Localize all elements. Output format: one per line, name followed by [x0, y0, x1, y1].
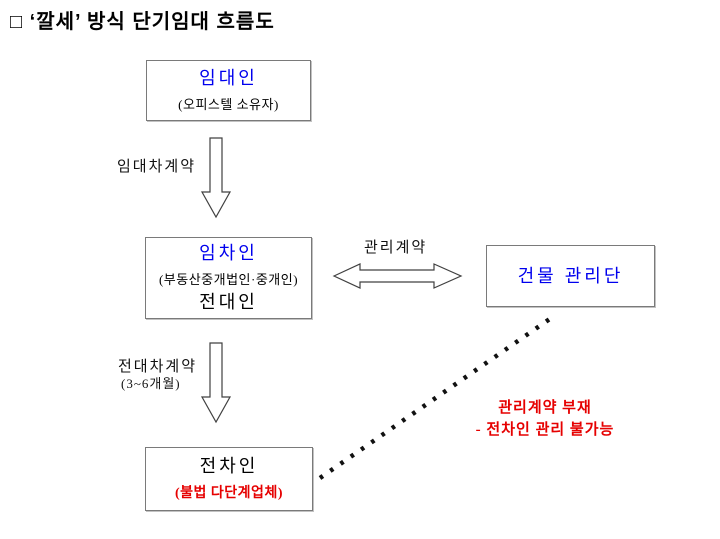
down-arrow-icon [200, 342, 232, 424]
tenant-name: 임차인 [199, 243, 258, 264]
tenant-role: 전대인 [199, 292, 258, 312]
subtenant-box: 전차인 (불법 다단계업체) [145, 447, 313, 511]
dotted-line [318, 314, 556, 480]
landlord-subtitle: (오피스텔 소유자) [178, 96, 279, 112]
double-arrow-icon [332, 263, 463, 289]
annotation-line1: 관리계약 부재 [498, 400, 592, 416]
management-contract-label: 관리계약 [364, 240, 428, 256]
missing-contract-annotation: 관리계약 부재 - 전차인 관리 불가능 [450, 398, 640, 442]
page-title: □ ‘깔세’ 방식 단기임대 흐름도 [10, 11, 275, 33]
tenant-box: 임차인 (부동산중개법인·중개인) 전대인 [145, 237, 312, 319]
sublease-period-label: (3~6개월) [121, 376, 181, 391]
annotation-line2: - 전차인 관리 불가능 [475, 421, 615, 438]
lease-contract-label: 임대차계약 [117, 159, 197, 175]
subtenant-subtitle: (불법 다단계업체) [175, 485, 283, 501]
sublease-contract-label: 전대차계약 [118, 359, 198, 375]
building-management-name: 건물 관리단 [517, 265, 624, 286]
subtenant-name: 전차인 [199, 456, 259, 477]
tenant-subtitle: (부동산중개법인·중개인) [158, 272, 299, 287]
landlord-box: 임대인 (오피스텔 소유자) [146, 60, 311, 121]
building-management-box: 건물 관리단 [486, 245, 655, 307]
landlord-name: 임대인 [199, 68, 258, 89]
down-arrow-icon [200, 137, 232, 219]
